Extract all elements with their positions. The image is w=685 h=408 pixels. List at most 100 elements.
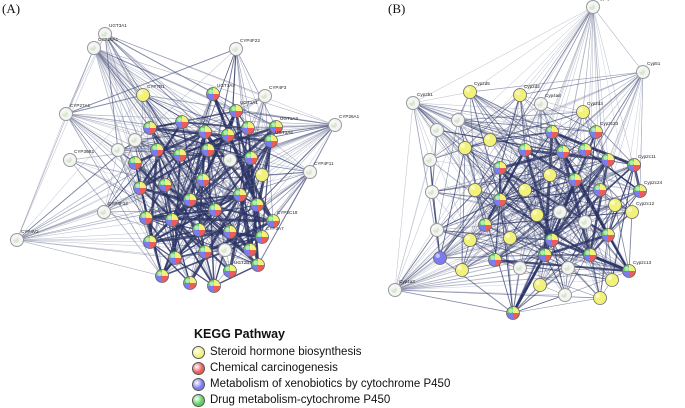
- network-edge: [519, 204, 616, 269]
- network-edge: [412, 6, 594, 104]
- node-cyp51: [636, 65, 650, 79]
- node-label-cyp39b1: CYP39B1: [74, 149, 95, 154]
- node-ugt1a1: [229, 104, 243, 118]
- network-node: [168, 251, 182, 265]
- network-edge: [16, 124, 336, 241]
- network-edge: [93, 47, 258, 206]
- network-edge: [512, 267, 521, 314]
- network-edge: [16, 113, 67, 241]
- network-edge: [429, 94, 521, 161]
- network-node: [198, 245, 212, 259]
- panel-label-b: (B): [388, 1, 405, 16]
- network-node: [143, 235, 157, 249]
- network-edge: [461, 237, 511, 271]
- network-edge: [589, 204, 616, 256]
- network-edge: [93, 47, 215, 287]
- node-cyp2b1: [406, 96, 420, 110]
- network-edge: [69, 159, 163, 277]
- network-edge: [549, 174, 641, 192]
- network-node: [158, 178, 172, 192]
- network-edge: [103, 139, 136, 213]
- network-edge: [589, 71, 644, 256]
- network-edge: [474, 189, 546, 256]
- network-edge: [519, 6, 594, 96]
- network-edge: [457, 119, 597, 133]
- panel-b-network: Cyp2j1Cyp51Cyp2b1Cyp2d5Cyp2d2Cyp4a8Cyp2d…: [388, 0, 663, 320]
- network-node: [583, 248, 597, 262]
- network-edge: [201, 110, 238, 181]
- network-node: [493, 193, 507, 207]
- network-edge: [519, 71, 644, 269]
- network-node: [605, 273, 619, 287]
- network-edge: [16, 162, 136, 241]
- network-edge: [104, 33, 336, 126]
- network-node: [207, 279, 221, 293]
- network-edge: [174, 154, 181, 259]
- network-edge: [69, 159, 173, 221]
- node-label-cyp4f11: CYP4F11: [314, 161, 334, 166]
- network-edge: [551, 71, 644, 241]
- network-edge: [16, 131, 206, 241]
- node-cyp2c24: [633, 184, 647, 198]
- node-ugt3a1: [98, 27, 112, 41]
- network-edge: [224, 124, 336, 251]
- network-node: [468, 183, 482, 197]
- network-edge: [439, 237, 511, 259]
- network-edge: [599, 234, 609, 299]
- network-edge: [464, 147, 511, 239]
- network-edge: [464, 94, 521, 149]
- network-edge: [65, 113, 163, 277]
- network-edge: [551, 6, 594, 133]
- node-label-cyp27a1: CYP27A1: [70, 103, 91, 108]
- network-edge: [16, 199, 191, 241]
- network-edge: [412, 102, 471, 241]
- network-node: [506, 306, 520, 320]
- network-node: [601, 153, 615, 167]
- network-edge: [607, 190, 641, 236]
- network-edge: [179, 154, 251, 251]
- network-edge: [544, 111, 584, 256]
- network-edge: [156, 149, 231, 161]
- node-label-cyp2d5: Cyp2d5: [474, 81, 490, 86]
- network-edge: [93, 47, 191, 284]
- network-edge: [469, 91, 476, 191]
- node-cyp4a8: [534, 97, 548, 111]
- network-edge: [104, 33, 204, 181]
- network-edge: [261, 171, 311, 176]
- network-edge: [519, 94, 633, 213]
- network-edge: [599, 71, 644, 191]
- network-node: [255, 168, 269, 182]
- network-edge: [394, 239, 553, 291]
- network-node: [208, 203, 222, 217]
- network-edge: [394, 111, 584, 291]
- network-edge: [412, 102, 564, 153]
- network-edge: [394, 159, 431, 291]
- network-edge: [469, 71, 644, 93]
- network-edge: [104, 33, 231, 272]
- node-cyp4v2: [10, 233, 24, 247]
- network-edge: [539, 221, 586, 286]
- network-edge: [149, 48, 237, 129]
- network-edge: [512, 211, 633, 314]
- network-edge: [229, 171, 311, 233]
- network-node: [133, 181, 147, 195]
- network-edge: [228, 157, 253, 272]
- network-node: [503, 231, 517, 245]
- network-node: [601, 228, 615, 242]
- network-edge: [584, 149, 641, 192]
- network-edge: [559, 159, 609, 213]
- network-edge: [611, 71, 644, 281]
- network-edge: [461, 164, 635, 271]
- network-node: [561, 261, 575, 275]
- network-edge: [592, 6, 601, 191]
- network-node: [433, 251, 447, 265]
- node-label-ugt1a1: UGT1A1: [240, 100, 258, 105]
- network-edge: [394, 189, 526, 291]
- network-edge: [524, 6, 594, 191]
- network-node: [233, 188, 247, 202]
- network-edge: [551, 71, 644, 133]
- network-edge: [469, 91, 501, 201]
- network-edge: [235, 48, 272, 142]
- node-cyp2d3: [576, 105, 590, 119]
